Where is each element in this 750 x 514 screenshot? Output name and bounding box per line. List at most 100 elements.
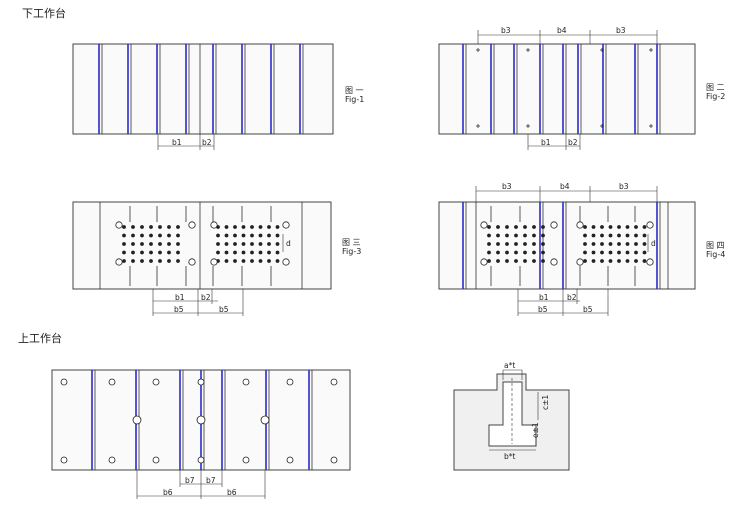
- fig4-left-hole-22: [487, 250, 491, 255]
- fig1-dim-b1: b1: [172, 138, 182, 147]
- upper-mid-hole-bottom: [197, 456, 205, 464]
- fig4-left-hole-7: [541, 225, 545, 229]
- fig4-left-hole-5: [523, 225, 527, 229]
- fig4-dim-b3-left: b3: [502, 182, 512, 191]
- fig4-right-hole-33: [583, 259, 587, 263]
- fig2-dim-b1: b1: [541, 138, 551, 147]
- fig4-dim-b5-left: b5: [538, 305, 548, 314]
- fig4-plate: [438, 201, 696, 290]
- t-slot-dim-a: a*t: [504, 361, 515, 370]
- fig3-left-hole-4: [149, 225, 153, 229]
- fig3-right-hole-11: [233, 233, 237, 238]
- upper-dim-b7-right: b7: [206, 476, 216, 485]
- fig3-left-hole-32: [149, 259, 153, 263]
- fig4-right-hole-16: [642, 233, 647, 238]
- fig3-dim-b5-left: b5: [174, 305, 184, 314]
- fig3-right-hole-9: [216, 233, 220, 238]
- fig3-right-hole-27: [233, 250, 237, 255]
- fig3-right-hole-2: [224, 225, 229, 229]
- fig3-right-hole-16: [275, 233, 280, 238]
- fig4-left-hole-20: [532, 242, 536, 246]
- fig3-right-hole-5: [250, 225, 254, 229]
- fig3-ring-8: [282, 258, 290, 266]
- fig3-right-hole-28: [241, 250, 246, 255]
- fig3-left-hole-17: [140, 242, 144, 246]
- fig3-right-hole-26: [224, 250, 229, 255]
- fig2-label-cn: 图 二: [706, 83, 725, 92]
- fig4-left-hole-9: [496, 233, 500, 238]
- fig3-right-hole-22: [258, 242, 263, 246]
- fig3-left-hole-27: [167, 250, 171, 255]
- fig3-right-hole-29: [250, 250, 254, 255]
- upper-hole-bottom-6: [330, 456, 338, 464]
- fig3-right-hole-12: [241, 233, 246, 238]
- fig3-right-hole-6: [258, 225, 263, 229]
- fig3-left-hole-5: [158, 225, 162, 229]
- figure-4: b3 b4 b3 b1 b2 b5 b5 d 图 四 Fig-4: [438, 182, 725, 316]
- fig4-right-hole-13: [617, 233, 621, 238]
- fig4-ring-7: [576, 258, 584, 266]
- upper-mid-hole-top: [197, 378, 205, 386]
- fig3-plate: [72, 201, 332, 290]
- fig2-dim-b3-right: b3: [616, 26, 626, 35]
- fig3-hole-pattern: [115, 221, 290, 266]
- fig3-right-hole-20: [241, 242, 246, 246]
- fig4-right-hole-5: [617, 225, 621, 229]
- fig4-right-hole-1: [583, 225, 587, 229]
- fig4-dim-b3-right: b3: [619, 182, 629, 191]
- fig4-left-hole-13: [532, 233, 536, 238]
- fig3-right-hole-14: [258, 233, 263, 238]
- fig3-right-hole-3: [233, 225, 237, 229]
- fig3-left-hole-26: [158, 250, 162, 255]
- fig4-right-hole-39: [634, 259, 638, 263]
- fig4-label-en: Fig-4: [706, 250, 725, 259]
- fig3-label-cn: 图 三: [342, 238, 361, 247]
- fig4-left-hole-12: [523, 233, 527, 238]
- fig3-left-hole-25: [149, 250, 153, 255]
- fig4-ring-1: [480, 221, 488, 229]
- fig3-ring-1: [115, 221, 123, 229]
- upper-center-hole-3: [260, 415, 270, 425]
- fig3-right-hole-17: [216, 242, 220, 246]
- fig2-label-en: Fig-2: [706, 92, 725, 101]
- upper-table-dimensions: b7 b7 b6 b6: [136, 470, 266, 499]
- fig1-label-en: Fig-1: [345, 95, 364, 104]
- fig3-right-hole-37: [250, 259, 254, 263]
- fig3-ring-6: [282, 221, 290, 229]
- fig4-left-hole-10: [505, 233, 509, 238]
- upper-hole-top-6: [330, 378, 338, 386]
- fig3-right-hole-35: [233, 259, 237, 263]
- fig4-right-hole-3: [600, 225, 604, 229]
- fig1-dim-b2: b2: [202, 138, 212, 147]
- fig4-left-hole-21: [541, 242, 545, 246]
- fig4-left-hole-2: [496, 225, 500, 229]
- fig1-dimensions: b1 b2: [157, 134, 215, 150]
- fig3-dim-b5-right: b5: [219, 305, 229, 314]
- fig4-left-hole-19: [523, 242, 527, 246]
- fig3-left-hole-22: [122, 250, 126, 255]
- fig4-right-hole-12: [608, 233, 613, 238]
- fig3-left-hole-20: [167, 242, 171, 246]
- fig3-left-hole-8: [122, 233, 126, 238]
- fig4-right-hole-34: [591, 259, 596, 263]
- fig4-ring-5: [576, 221, 584, 229]
- upper-hole-bottom-2: [108, 456, 116, 464]
- upper-hole-top-4: [242, 378, 250, 386]
- upper-hole-bottom-1: [60, 456, 68, 464]
- fig3-right-hole-25: [216, 250, 220, 255]
- fig4-right-hole-20: [608, 242, 613, 246]
- fig2-dim-b4: b4: [557, 26, 567, 35]
- fig3-left-hole-35: [176, 259, 180, 263]
- fig3-left-hole-1: [122, 225, 126, 229]
- fig4-right-hole-35: [600, 259, 604, 263]
- fig3-left-hole-23: [131, 250, 135, 255]
- fig3-left-hole-21: [176, 242, 180, 246]
- fig4-right-hole-32: [642, 250, 647, 255]
- fig3-right-hole-10: [224, 233, 229, 238]
- fig4-left-hole-30: [496, 259, 500, 263]
- fig3-left-hole-11: [149, 233, 153, 238]
- t-slot-dim-e: e±1: [531, 422, 540, 438]
- fig4-left-hole-11: [514, 233, 518, 238]
- fig4-left-hole-4: [514, 225, 518, 229]
